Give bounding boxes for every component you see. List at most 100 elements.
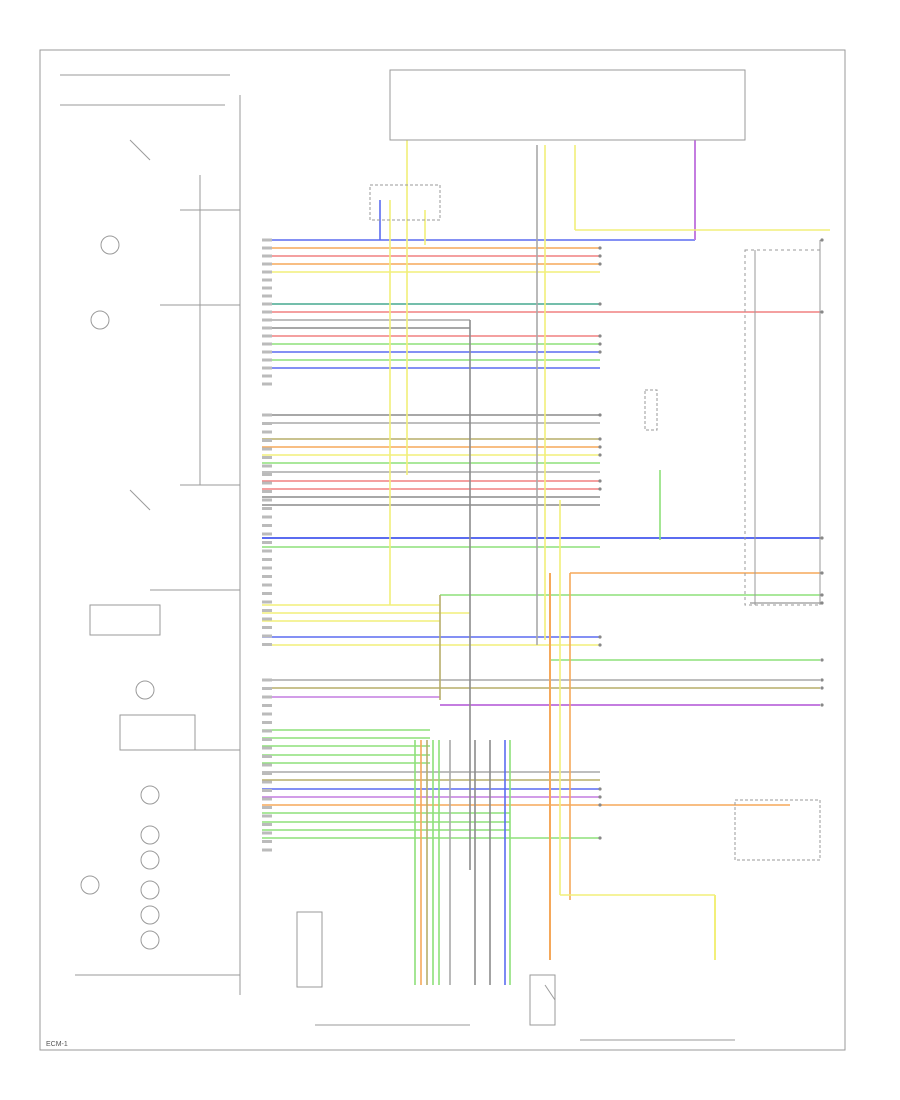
connector-pin-label-21 — [262, 430, 272, 434]
connector-pin-label-22 — [262, 439, 272, 442]
connector-pin-label-37 — [262, 566, 272, 570]
connector-pin-label-45 — [262, 634, 272, 638]
splice-terminal-11 — [598, 479, 602, 483]
pressure-sensor-box — [734, 799, 821, 861]
connector-pin-label-58 — [262, 772, 272, 775]
right-edge-terminal-0 — [820, 238, 824, 242]
connector-pin-label-20 — [262, 422, 272, 425]
switch-contact-upper — [129, 139, 151, 161]
splice-terminal-7 — [598, 413, 602, 417]
connector-pin-label-47 — [262, 678, 272, 682]
splice-terminal-13 — [598, 635, 602, 639]
right-edge-terminal-7 — [820, 678, 824, 682]
connector-pin-label-53 — [262, 729, 272, 733]
connector-pin-label-0 — [262, 238, 272, 242]
connector-pin-label-67 — [262, 848, 272, 852]
switch-contact-lower — [129, 489, 151, 511]
connector-pin-label-59 — [262, 780, 272, 784]
connector-pin-label-12 — [262, 334, 272, 338]
ac-switch-symbol — [140, 905, 160, 925]
splice-terminal-0 — [598, 246, 602, 250]
connector-pin-label-64 — [262, 823, 272, 826]
connector-pin-label-26 — [262, 473, 272, 476]
connector-pin-label-9 — [262, 310, 272, 314]
right-edge-terminal-8 — [820, 686, 824, 690]
connector-pin-label-66 — [262, 840, 272, 843]
connector-pin-label-19 — [262, 413, 272, 417]
splice-terminal-1 — [598, 254, 602, 258]
connector-pin-label-43 — [262, 617, 272, 621]
right-edge-terminal-9 — [820, 703, 824, 707]
splice-terminal-16 — [598, 795, 602, 799]
connector-pin-label-55 — [262, 746, 272, 750]
splice-terminal-8 — [598, 437, 602, 441]
connector-pin-label-42 — [262, 609, 272, 612]
relay-box — [644, 389, 658, 431]
connector-pin-label-7 — [262, 294, 272, 298]
diagram-frame — [39, 49, 846, 1051]
connector-pin-label-60 — [262, 789, 272, 792]
fuel-pump-relay-box — [89, 604, 161, 636]
connector-pin-label-56 — [262, 755, 272, 758]
connector-pin-label-62 — [262, 806, 272, 809]
component-layer — [60, 69, 824, 1041]
right-edge-terminal-5 — [820, 601, 824, 605]
connector-pin-label-3 — [262, 262, 272, 266]
connector-pin-label-49 — [262, 695, 272, 699]
connector-pin-label-36 — [262, 558, 272, 561]
connector-pin-label-13 — [262, 342, 272, 346]
connector-pin-label-8 — [262, 302, 272, 306]
switch-box — [529, 974, 556, 1026]
connector-pin-label-11 — [262, 326, 272, 330]
splice-terminal-14 — [598, 643, 602, 647]
connector-pin-label-65 — [262, 831, 272, 835]
connector-pin-label-1 — [262, 246, 272, 250]
connector-pin-label-18 — [262, 382, 272, 386]
connector-pin-label-61 — [262, 797, 272, 801]
connector-pin-label-48 — [262, 687, 272, 690]
connector-pin-label-2 — [262, 254, 272, 258]
right-edge-terminal-3 — [820, 571, 824, 575]
neutral-switch-symbol — [140, 785, 160, 805]
connector-pin-label-10 — [262, 318, 272, 322]
right-edge-terminal-6 — [820, 658, 824, 662]
splice-terminal-9 — [598, 445, 602, 449]
diagram-footer-code: ECM-1 — [46, 1041, 68, 1048]
connector-pin-label-46 — [262, 643, 272, 646]
splice-terminal-5 — [598, 342, 602, 346]
connector-pin-label-25 — [262, 464, 272, 468]
connector-pin-label-54 — [262, 738, 272, 741]
connector-pin-label-63 — [262, 814, 272, 818]
oxygen-sensor-symbol — [100, 235, 120, 255]
connector-pin-label-50 — [262, 704, 272, 707]
connector-pin-label-32 — [262, 524, 272, 527]
connector-pin-label-44 — [262, 626, 272, 629]
connector-pin-label-28 — [262, 490, 272, 493]
splice-terminal-10 — [598, 453, 602, 457]
connector-pin-label-6 — [262, 286, 272, 290]
connector-pin-label-16 — [262, 366, 272, 370]
ground-point-symbol — [80, 875, 100, 895]
wire-layer — [199, 95, 830, 995]
right-edge-terminal-4 — [820, 593, 824, 597]
warning-light-box — [119, 714, 196, 751]
connector-pin-label-5 — [262, 278, 272, 282]
connector-pin-label-4 — [262, 270, 272, 274]
temperature-sensor-symbol — [90, 310, 110, 330]
connector-pin-label-31 — [262, 515, 272, 519]
engine-control-module-box — [389, 69, 746, 141]
splice-terminal-15 — [598, 787, 602, 791]
connector-pin-label-24 — [262, 456, 272, 459]
connector-pin-label-39 — [262, 583, 272, 587]
connector-pin-label-51 — [262, 712, 272, 716]
connector-pin-label-30 — [262, 507, 272, 510]
connector-pin-label-52 — [262, 721, 272, 724]
splice-terminal-12 — [598, 487, 602, 491]
connector-pin-label-38 — [262, 575, 272, 578]
connector-pin-label-14 — [262, 350, 272, 354]
connector-pin-label-23 — [262, 447, 272, 451]
fuse-block-box — [369, 184, 441, 221]
splice-terminal-18 — [598, 836, 602, 840]
connector-pin-label-27 — [262, 481, 272, 485]
